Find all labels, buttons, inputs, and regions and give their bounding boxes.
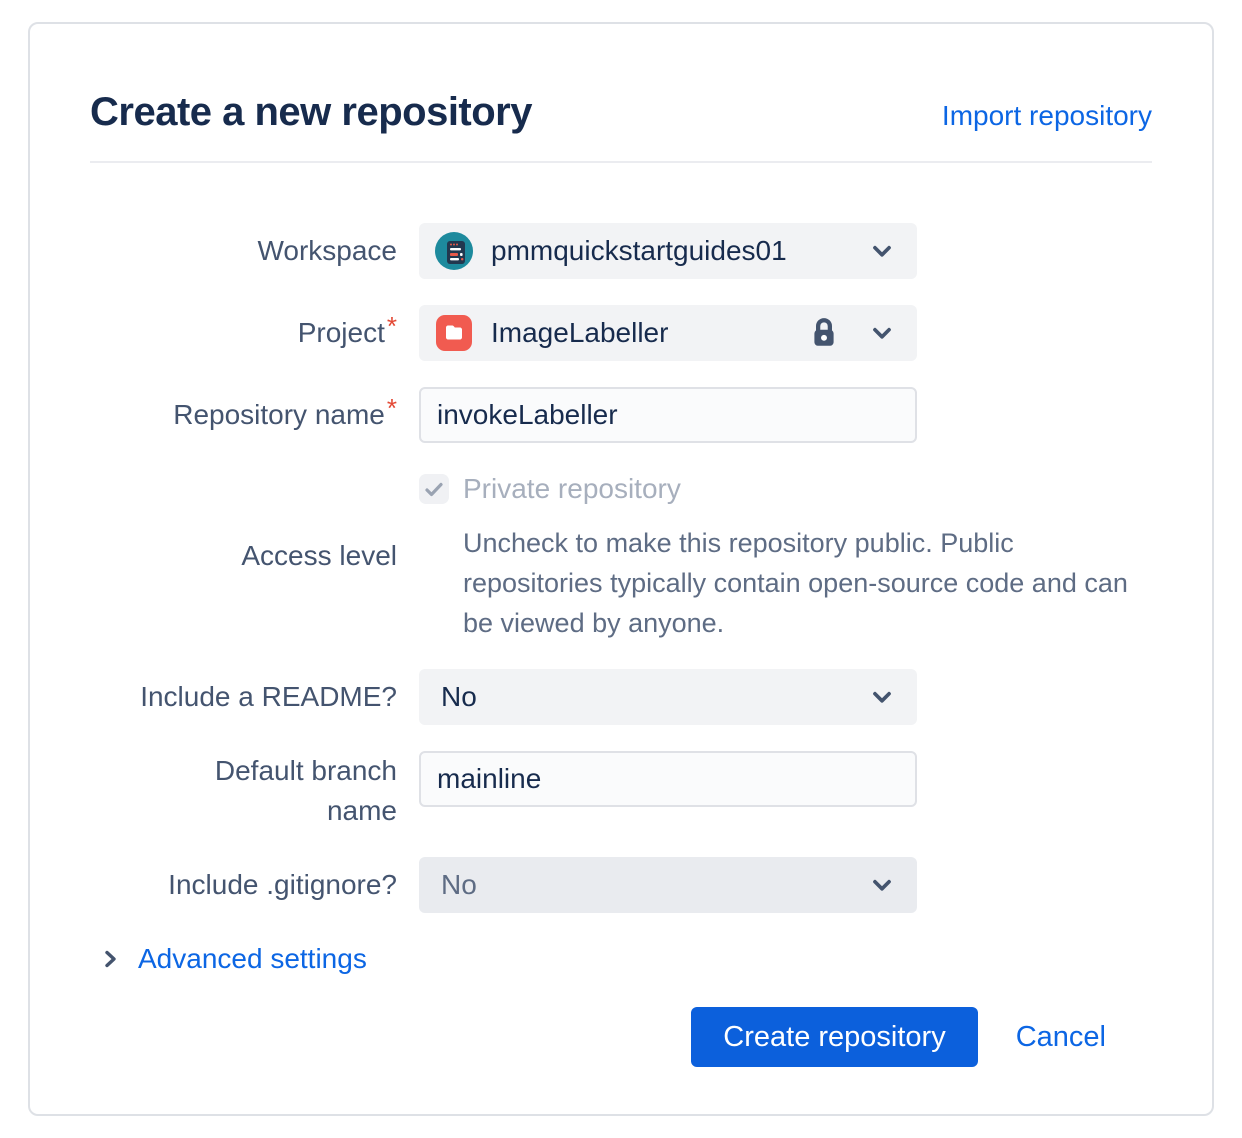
access-level-row: Access level Private repository Uncheck … [90,469,1152,643]
include-gitignore-value: No [441,869,477,900]
chevron-down-icon [869,872,895,898]
repository-name-input[interactable] [419,387,917,443]
check-icon [425,482,443,497]
private-repository-label: Private repository [463,473,681,504]
header-divider [90,161,1152,163]
include-gitignore-label: Include .gitignore? [168,869,397,900]
access-level-label: Access level [241,540,397,571]
include-readme-select[interactable]: No [419,669,917,725]
project-row: Project* ImageLabeller [90,305,1152,361]
chevron-down-icon [869,320,895,346]
project-value: ImageLabeller [491,317,669,348]
chevron-down-icon [869,238,895,264]
private-repository-checkbox[interactable] [419,474,449,504]
dialog-footer: Create repository Cancel [90,1007,1152,1067]
include-readme-value: No [441,681,477,712]
chevron-down-icon [869,684,895,710]
workspace-value: pmmquickstartguides01 [491,235,787,266]
project-label-text: Project [297,317,385,348]
chevron-right-icon [98,947,122,971]
folder-icon [435,314,473,352]
include-readme-label: Include a README? [140,681,397,712]
workspace-label: Workspace [257,235,397,266]
project-select[interactable]: ImageLabeller [419,305,917,361]
access-level-help-text: Uncheck to make this repository public. … [463,528,1128,638]
default-branch-row: Default branch name [90,751,1152,831]
import-repository-link[interactable]: Import repository [941,100,1152,131]
default-branch-label-text: Default branch name [214,755,397,826]
dialog-header: Create a new repository Import repositor… [90,90,1152,135]
create-repository-form: Workspace [90,223,1152,1067]
repository-name-label: Repository name* [90,387,397,443]
default-branch-input[interactable] [419,751,917,807]
cancel-button[interactable]: Cancel [1015,1020,1106,1053]
required-marker: * [386,393,397,423]
repository-name-label-text: Repository name [173,399,385,430]
workspace-avatar-icon [435,232,473,270]
repository-name-row: Repository name* [90,387,1152,443]
workspace-row: Workspace [90,223,1152,279]
default-branch-label: Default branch name [90,751,397,831]
include-readme-row: Include a README? No [90,669,1152,725]
lock-icon [809,317,839,349]
create-repository-dialog: Create a new repository Import repositor… [28,22,1214,1116]
advanced-settings-toggle[interactable]: Advanced settings [98,939,1152,979]
page-title: Create a new repository [90,90,533,134]
required-marker: * [386,311,397,341]
workspace-select[interactable]: pmmquickstartguides01 [419,223,917,279]
include-gitignore-select[interactable]: No [419,857,917,913]
advanced-settings-link[interactable]: Advanced settings [138,943,367,974]
include-gitignore-row: Include .gitignore? No [90,857,1152,913]
create-repository-button[interactable]: Create repository [691,1007,978,1067]
project-label: Project* [90,305,397,361]
